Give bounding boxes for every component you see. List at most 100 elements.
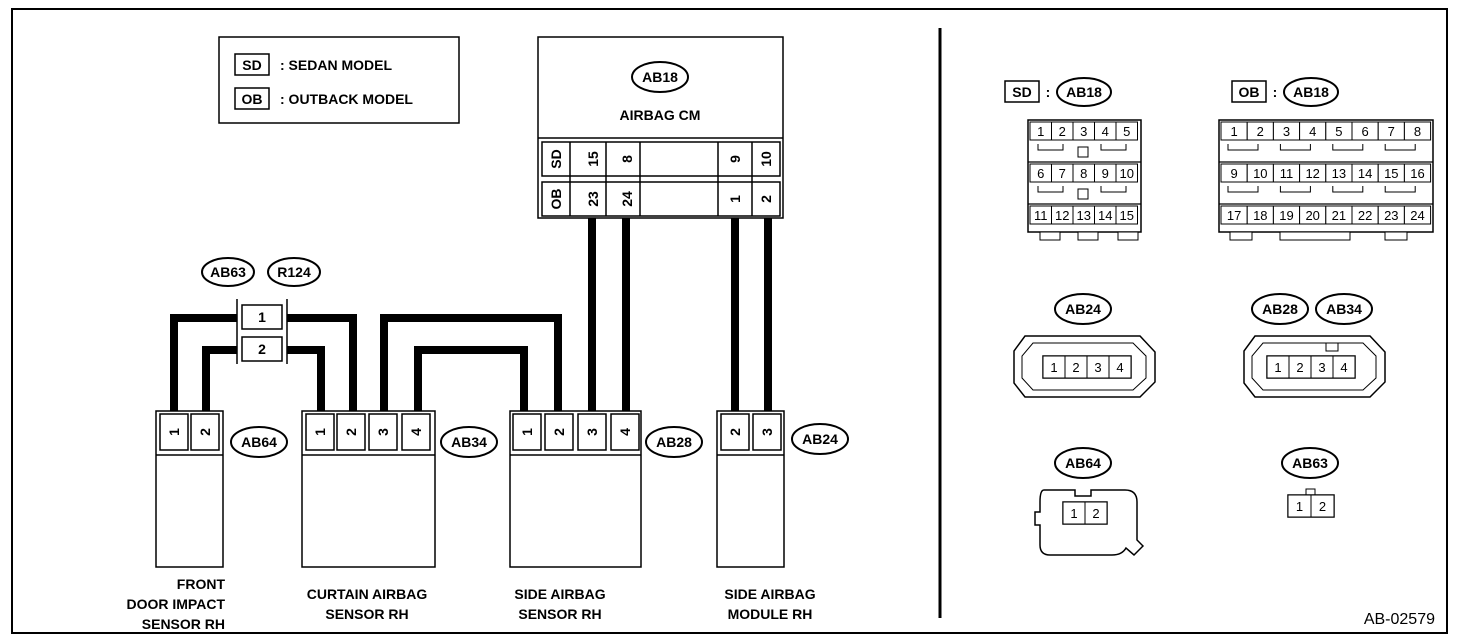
ob-ab18-pin-cell: 6	[1351, 121, 1379, 141]
pin-number: 21	[1332, 208, 1346, 223]
view-connector-id: AB64	[1065, 455, 1101, 471]
pin-number: 7	[1388, 124, 1395, 139]
legend-sd-code: SD	[242, 57, 261, 73]
view-connector-id: AB28	[1262, 301, 1298, 317]
cm-sd-pin: 10	[758, 151, 774, 167]
pin-number: 9	[1230, 166, 1237, 181]
connector-view-ab24: AB24	[1013, 293, 1156, 398]
sd-ab18-pin-cell: 2	[1051, 121, 1074, 141]
component-pin: 3	[375, 428, 391, 436]
ab64-pin-cell: 1	[1062, 501, 1086, 525]
pin-number: 2	[1319, 499, 1326, 514]
latch-slot	[1279, 144, 1311, 151]
sd-ab18-pin-cell: 13	[1072, 205, 1095, 225]
pin-number: 2	[1257, 124, 1264, 139]
pin-number: 2	[1092, 506, 1099, 521]
latch-slot	[1227, 186, 1259, 193]
legend: SD : SEDAN MODEL OB : OUTBACK MODEL	[218, 36, 460, 124]
ab24-pin-cell: 4	[1108, 355, 1132, 379]
cm-ob-pin: 23	[585, 191, 601, 207]
view-connector-id: AB24	[1065, 301, 1101, 317]
ob-ab18-pin-cell: 18	[1246, 205, 1274, 225]
ob-ab18-pin-cell: 12	[1299, 163, 1327, 183]
component-label: SENSOR RH	[518, 606, 601, 622]
cm-sd-pin: 9	[727, 155, 743, 163]
legend-ob-code: OB	[242, 91, 263, 107]
junction-pin: 2	[258, 341, 266, 357]
ob-ab18-pin-cell: 5	[1325, 121, 1353, 141]
pin-number: 18	[1253, 208, 1267, 223]
component-pin: 2	[197, 428, 213, 436]
latch-slot	[1100, 186, 1127, 193]
pin-number: 12	[1305, 166, 1319, 181]
key-slot	[1077, 146, 1089, 158]
pin-number: 15	[1384, 166, 1398, 181]
component-pin: 4	[408, 428, 424, 436]
pin-number: 15	[1120, 208, 1134, 223]
latch-slot	[1332, 144, 1364, 151]
pin-number: 9	[1102, 166, 1109, 181]
pin-number: 13	[1077, 208, 1091, 223]
pin-number: 10	[1253, 166, 1267, 181]
component-label: FRONT	[177, 576, 226, 592]
view-separator: :	[1273, 84, 1278, 100]
ob-ab18-pin-cell: 22	[1351, 205, 1379, 225]
component-label: SENSOR RH	[325, 606, 408, 622]
pin-number: 1	[1050, 360, 1057, 375]
ob-ab18-pin-cell: 7	[1377, 121, 1405, 141]
component-pin: 2	[727, 428, 743, 436]
latch-slot	[1227, 144, 1259, 151]
component-connector-id: AB24	[802, 431, 838, 447]
component-pin: 3	[759, 428, 775, 436]
cm-ob-pin: 2	[758, 195, 774, 203]
sd-ab18-pin-cell: 15	[1115, 205, 1138, 225]
wire	[170, 314, 240, 411]
sd-ab18-pin-cell: 14	[1094, 205, 1117, 225]
pin-number: 14	[1098, 208, 1112, 223]
sd-ab18-pin-cell: 7	[1051, 163, 1074, 183]
connector-tab	[1384, 231, 1408, 241]
legend-sd-text: : SEDAN MODEL	[280, 57, 392, 73]
pin-number: 1	[1070, 506, 1077, 521]
pin-number: 4	[1116, 360, 1123, 375]
pin-number: 1	[1274, 360, 1281, 375]
figure-id: AB-02579	[1364, 611, 1435, 628]
sd-ab18-pin-cell: 4	[1094, 121, 1117, 141]
pin-number: 6	[1037, 166, 1044, 181]
pin-number: 8	[1080, 166, 1087, 181]
latch-slot	[1279, 186, 1311, 193]
ob-ab18-pin-cell: 15	[1377, 163, 1405, 183]
sd-ab18-pin-cell: 1	[1029, 121, 1052, 141]
component-pin: 1	[519, 428, 535, 436]
pin-number: 13	[1332, 166, 1346, 181]
diagram-frame	[11, 8, 1448, 634]
ob-ab18-pin-cell: 14	[1351, 163, 1379, 183]
connector-tab	[1229, 231, 1253, 241]
wire	[380, 314, 562, 411]
pin-number: 3	[1318, 360, 1325, 375]
component-pin: 2	[551, 428, 567, 436]
pin-number: 3	[1094, 360, 1101, 375]
ab63-pin-cell: 1	[1287, 494, 1312, 518]
cm-ob-pin: 1	[727, 195, 743, 203]
sd-ab18-pin-cell: 11	[1029, 205, 1052, 225]
junction-connector: AB63 R124 1 2	[201, 257, 321, 364]
ob-ab18-pin-cell: 3	[1272, 121, 1301, 141]
latch-slot	[1037, 144, 1064, 151]
wiring-harness	[170, 218, 772, 411]
pin-number: 2	[1059, 124, 1066, 139]
component-pin: 1	[166, 428, 182, 436]
sd-ab18-pin-cell: 12	[1051, 205, 1074, 225]
ab24-pin-cell: 1	[1042, 355, 1066, 379]
ob-ab18-pin-cell: 11	[1272, 163, 1301, 183]
wire	[414, 346, 528, 411]
pin-number: 7	[1059, 166, 1066, 181]
wire	[202, 346, 240, 411]
pin-number: 1	[1296, 499, 1303, 514]
sd-ab18-pin-cell: 6	[1029, 163, 1052, 183]
pin-number: 3	[1080, 124, 1087, 139]
ob-ab18-pin-cell: 24	[1403, 205, 1432, 225]
ob-ab18-pin-cell: 16	[1403, 163, 1432, 183]
